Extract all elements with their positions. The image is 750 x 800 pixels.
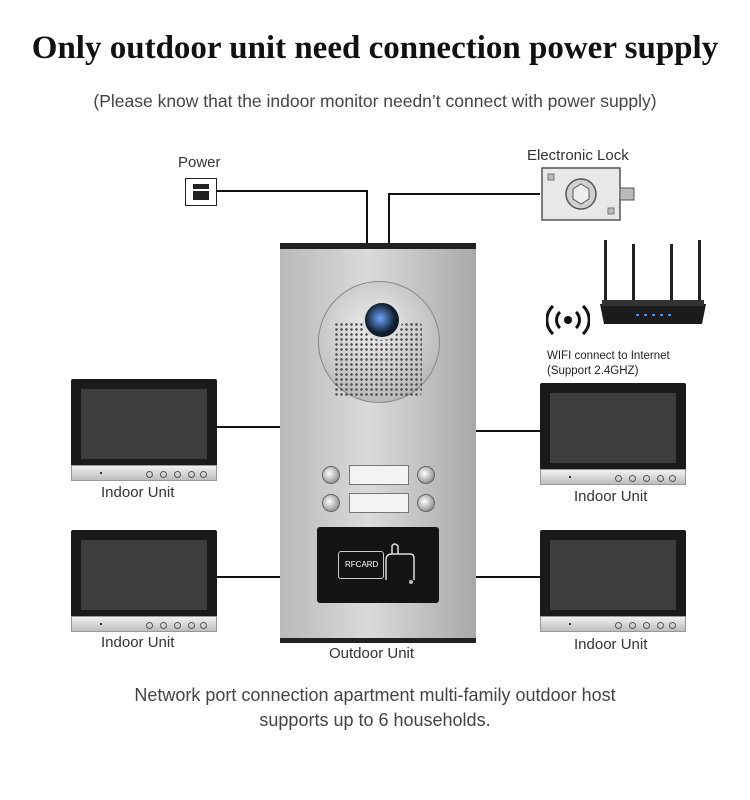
indoor-unit-label: Indoor Unit xyxy=(101,484,175,501)
monitor-screen xyxy=(550,540,676,610)
power-adapter-icon xyxy=(185,178,217,206)
page-subtitle: (Please know that the indoor monitor nee… xyxy=(93,91,657,111)
wifi-signal-icon xyxy=(546,304,590,336)
call-button-1-right xyxy=(417,466,435,484)
indoor-unit-label: Indoor Unit xyxy=(101,634,175,651)
line-top-left xyxy=(216,426,280,428)
name-card-2 xyxy=(349,493,409,513)
name-card-1 xyxy=(349,465,409,485)
router-icon xyxy=(600,240,706,324)
line-top-right xyxy=(476,430,540,432)
panel-top-edge xyxy=(280,243,476,249)
call-button-1-left xyxy=(322,466,340,484)
indoor-unit-bottom-right xyxy=(540,530,686,634)
panel-bottom-edge xyxy=(280,638,476,643)
reader-led xyxy=(409,580,413,584)
call-button-2-left xyxy=(322,494,340,512)
lock-label: Electronic Lock xyxy=(527,147,629,164)
rfid-reader xyxy=(317,527,439,603)
footer-line-2: supports up to 6 households. xyxy=(259,710,491,730)
indoor-unit-bottom-left xyxy=(71,530,217,634)
power-label: Power xyxy=(178,154,221,171)
lock-line-h xyxy=(388,193,540,195)
indoor-unit-top-left xyxy=(71,379,217,483)
power-line-h xyxy=(216,190,368,192)
line-bottom-right xyxy=(476,576,540,578)
monitor-screen xyxy=(550,393,676,463)
power-line-v xyxy=(366,190,368,244)
camera-lens-icon xyxy=(362,300,402,340)
rfcard-label: RFCARD xyxy=(345,560,379,569)
indoor-unit-label: Indoor Unit xyxy=(574,488,648,505)
hand-icon xyxy=(385,543,415,580)
indoor-unit-label: Indoor Unit xyxy=(574,636,648,653)
footer-text: Network port connection apartment multi-… xyxy=(60,683,690,733)
wifi-label-line1: WIFI connect to Internet xyxy=(547,350,670,362)
electronic-lock-icon xyxy=(541,167,635,221)
rfcard-icon xyxy=(338,551,384,579)
lock-line-v xyxy=(388,193,390,244)
line-bottom-left xyxy=(216,576,280,578)
monitor-screen xyxy=(81,389,207,459)
outdoor-unit-label: Outdoor Unit xyxy=(329,645,415,662)
monitor-screen xyxy=(81,540,207,610)
wifi-label-line2: (Support 2.4GHZ) xyxy=(547,365,639,377)
page-title: Only outdoor unit need connection power … xyxy=(31,30,719,66)
indoor-unit-top-right xyxy=(540,383,686,487)
call-button-2-right xyxy=(417,494,435,512)
footer-line-1: Network port connection apartment multi-… xyxy=(134,685,616,705)
